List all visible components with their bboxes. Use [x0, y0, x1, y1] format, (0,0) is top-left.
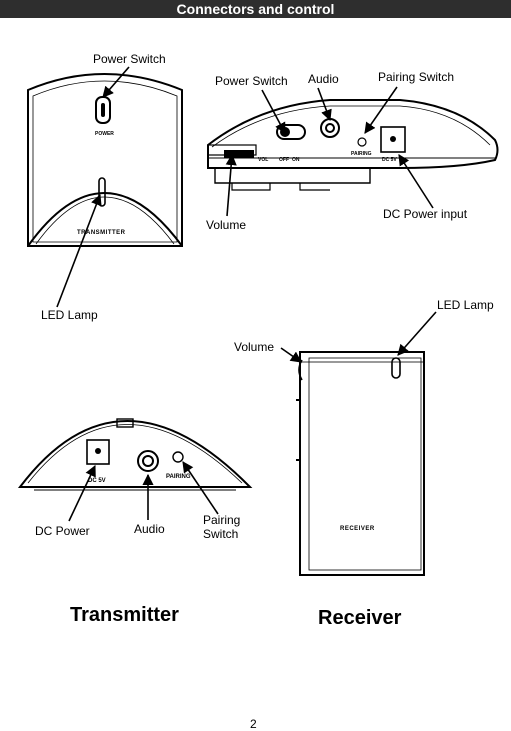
- label-back-dc-power: DC Power: [35, 524, 90, 538]
- label-side-power-switch: Power Switch: [215, 74, 288, 88]
- label-side-dc-power-input: DC Power input: [383, 207, 468, 221]
- label-side-pairing-switch: Pairing Switch: [378, 70, 455, 84]
- label-top-power-switch: Power Switch: [93, 52, 166, 66]
- caption-transmitter: Transmitter: [70, 604, 179, 626]
- receiver-view: [296, 351, 425, 576]
- label-back-audio: Audio: [134, 522, 165, 536]
- label-side-volume: Volume: [206, 218, 247, 232]
- label-receiver-led-lamp: LED Lamp: [437, 298, 494, 312]
- transmitter-side-view: [207, 99, 499, 191]
- label-top-led-lamp: LED Lamp: [41, 308, 98, 322]
- side-on-print: ON: [292, 157, 300, 163]
- page-number: 2: [250, 717, 257, 731]
- callout-arrows: [56, 66, 437, 522]
- side-dc-print: DC 5V: [382, 157, 397, 163]
- transmitter-top-view: [27, 73, 183, 247]
- receiver-brand-print: RECEIVER: [340, 526, 375, 532]
- label-side-audio: Audio: [308, 72, 339, 86]
- side-pairing-print: PAIRING: [351, 151, 372, 157]
- label-back-pairing-line2: Switch: [203, 527, 239, 541]
- label-receiver-volume: Volume: [234, 340, 275, 354]
- label-back-pairing-line1: Pairing: [203, 513, 241, 527]
- side-off-print: OFF: [279, 157, 289, 163]
- transmitter-back-view: [17, 418, 253, 491]
- side-vol-print: VOL: [258, 157, 269, 163]
- transmitter-brand-print: TRANSMITTER: [77, 230, 126, 236]
- section-header: Connectors and control: [0, 0, 511, 18]
- back-dc-print: DC 5V: [88, 478, 106, 484]
- caption-receiver: Receiver: [318, 607, 402, 629]
- back-pairing-print: PAIRING: [166, 474, 191, 480]
- transmitter-power-print: POWER: [95, 131, 114, 137]
